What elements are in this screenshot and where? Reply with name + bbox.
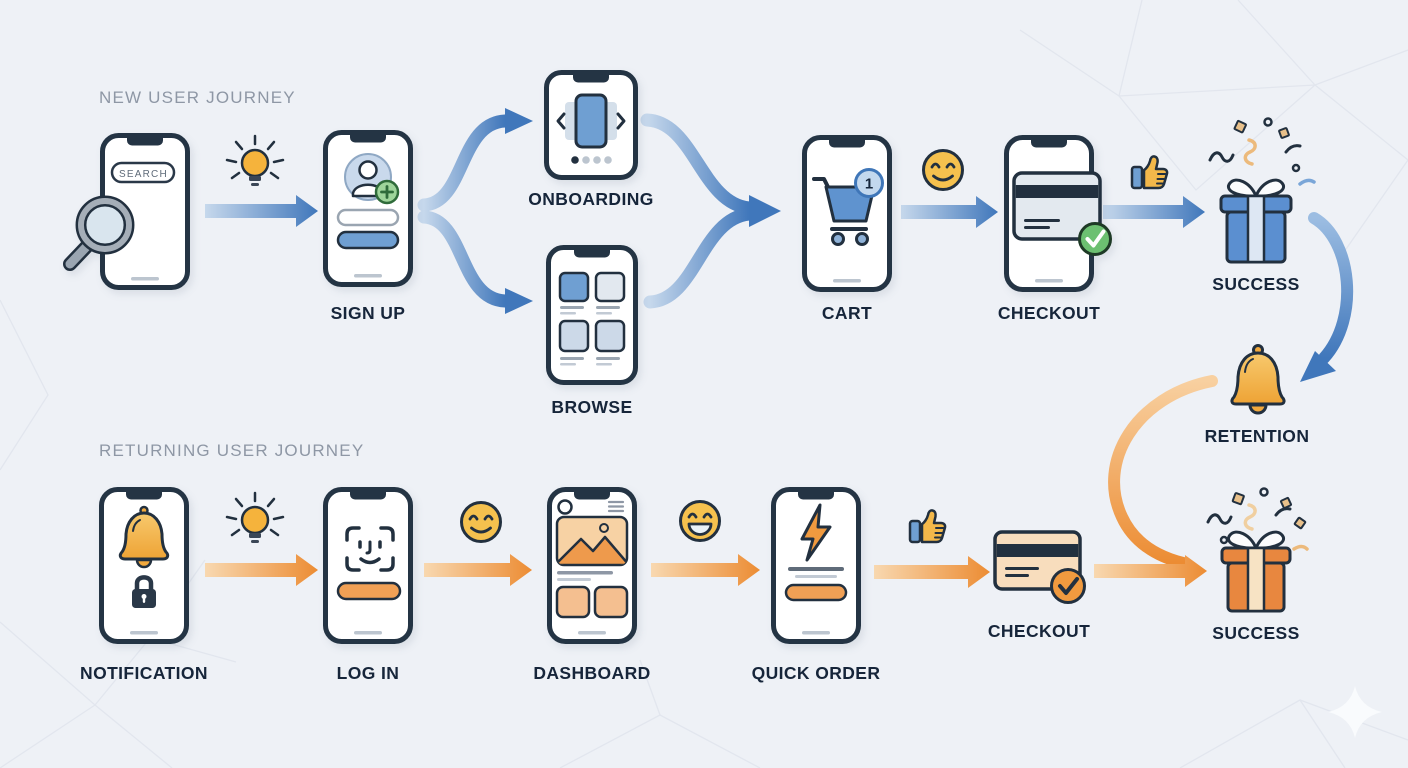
lightbulb-icon: [225, 491, 285, 543]
cart-badge-count: 1: [865, 176, 873, 193]
thumbs-up-icon: [908, 509, 947, 544]
branch-signup-to-browse: [417, 210, 512, 308]
branch-arrowhead-onboarding: [505, 108, 533, 134]
merge-browse-to-cart: [643, 207, 756, 309]
arrow-checkout-to-success-returning: [1094, 555, 1207, 587]
phone-notification: [99, 487, 189, 644]
branch-arrowhead-browse: [505, 288, 533, 314]
arrow-checkout-to-success: [1103, 196, 1205, 228]
phone-search: SEARCH: [63, 133, 190, 290]
lightning-icon: [800, 503, 832, 562]
confetti: [1208, 117, 1316, 186]
image-icon: [557, 535, 627, 565]
thumbs-up-icon: [1130, 155, 1169, 190]
curve-retention-to-success: [1108, 375, 1218, 569]
product-grid-icon: [558, 271, 626, 366]
gift-box: [1220, 530, 1292, 613]
smiley-icon: [460, 501, 502, 543]
signup-button: [336, 230, 400, 250]
returning-journey-arrows: [205, 375, 1218, 588]
label-onboarding: ONBOARDING: [528, 189, 654, 209]
grin-icon: [679, 500, 721, 542]
label-cart: CART: [821, 303, 873, 323]
smiley-icon: [922, 149, 964, 191]
label-log-in: LOG IN: [336, 663, 400, 683]
phone-login: [323, 487, 413, 644]
phone-sign-up: [323, 130, 413, 287]
label-retention: RETENTION: [1204, 426, 1310, 446]
phone-cart: 1: [802, 135, 892, 292]
gift-box: [1219, 178, 1293, 264]
face-id-icon: [345, 526, 395, 572]
curve-success-to-retention: [1308, 212, 1354, 364]
credit-card-check-icon: [993, 530, 1086, 604]
bell-icon: [1230, 344, 1286, 415]
login-button: [336, 581, 402, 601]
new-journey-arrows: [205, 108, 1354, 382]
phone-quick-order: [771, 487, 861, 644]
phone-dashboard: [547, 487, 637, 644]
arrow-notification-to-login: [205, 554, 318, 586]
arrowhead-retention: [1300, 351, 1336, 382]
sparkle-decoration: [1328, 686, 1382, 738]
arrow-quickorder-to-checkout: [874, 556, 990, 588]
menu-icon: [607, 500, 625, 513]
phone-checkout-new: [1004, 135, 1112, 292]
label-checkout-returning: CHECKOUT: [987, 621, 1091, 641]
arrow-search-to-signup: [205, 195, 318, 227]
label-quick-order: QUICK ORDER: [751, 663, 881, 683]
new-journey-title: NEW USER JOURNEY: [99, 88, 296, 107]
user-add-icon: [344, 153, 400, 205]
label-dashboard: DASHBOARD: [533, 663, 651, 683]
gift-confetti-icon: [1206, 487, 1309, 613]
cart-icon: 1: [812, 168, 884, 246]
arrow-dashboard-to-quickorder: [651, 554, 760, 586]
magnifier-icon: [63, 195, 135, 271]
label-success-returning: SUCCESS: [1212, 623, 1300, 643]
check-icon: [1078, 222, 1112, 256]
arrow-login-to-dashboard: [424, 554, 532, 586]
label-browse: BROWSE: [551, 397, 633, 417]
phone-onboarding: [544, 70, 638, 180]
quick-order-button: [784, 583, 848, 602]
branch-signup-to-onboarding: [417, 114, 512, 212]
credit-card-check-icon: [1012, 171, 1112, 256]
dashboard-feed-icon: [555, 499, 629, 619]
merge-arrowhead-cart: [749, 195, 781, 227]
label-notification: NOTIFICATION: [80, 663, 208, 683]
confetti: [1206, 487, 1309, 551]
lightbulb-icon: [225, 134, 285, 186]
gift-confetti-icon: [1208, 117, 1316, 264]
phone-browse: [546, 245, 638, 385]
avatar: [557, 499, 573, 515]
bell-icon-small: [118, 505, 170, 569]
lock-icon: [132, 575, 156, 608]
carousel-icon: [556, 93, 626, 164]
label-sign-up: SIGN UP: [330, 303, 406, 323]
merge-onboarding-to-cart: [640, 113, 756, 215]
label-checkout-new: CHECKOUT: [997, 303, 1101, 323]
arrow-cart-to-checkout: [901, 196, 998, 228]
search-input-text: SEARCH: [119, 169, 168, 180]
returning-journey-title: RETURNING USER JOURNEY: [99, 441, 365, 460]
label-success-new: SUCCESS: [1212, 274, 1300, 294]
search-input: SEARCH: [110, 161, 176, 184]
cart-badge: 1: [854, 168, 884, 198]
check-icon: [1050, 568, 1086, 604]
signup-field: [336, 208, 400, 227]
